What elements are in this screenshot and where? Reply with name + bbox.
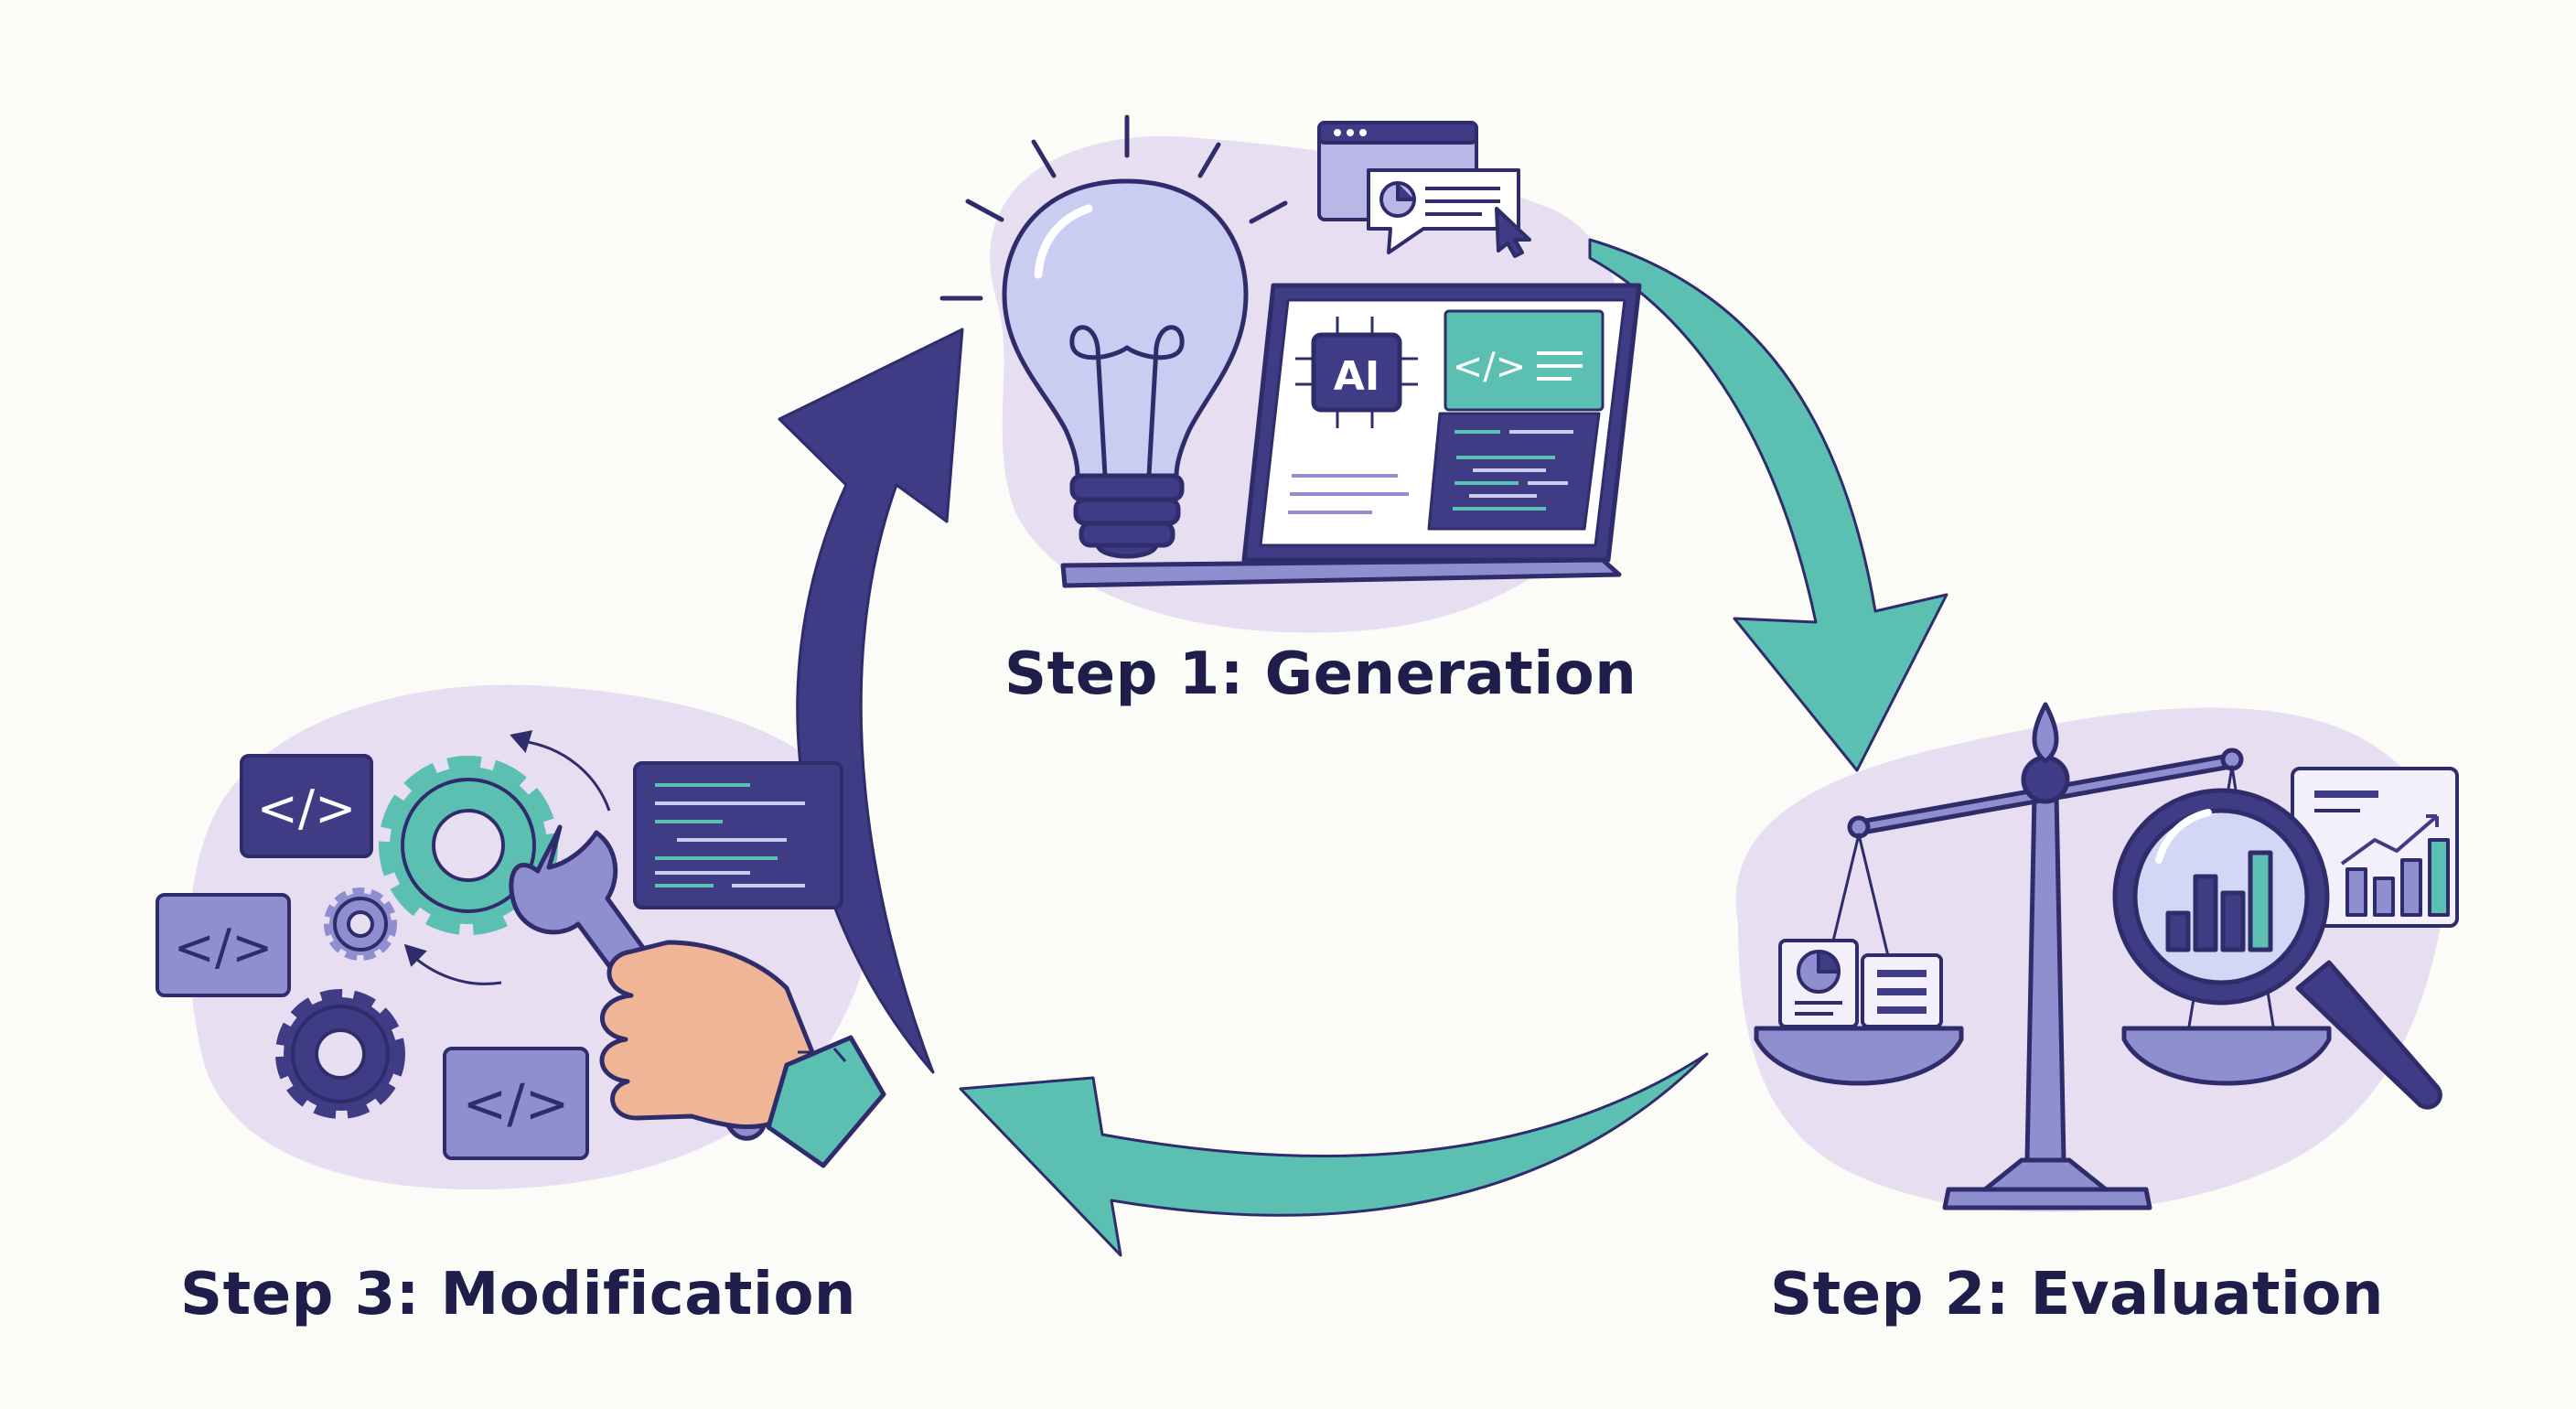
scale-icon bbox=[1754, 702, 2332, 1210]
code-tag-glyph-3: </> bbox=[463, 1072, 570, 1135]
laptop-icon: AI </> bbox=[1060, 283, 1642, 588]
arrow-evaluation-to-modification bbox=[959, 1052, 1709, 1257]
step-2-label: Step 2: Evaluation bbox=[1770, 1261, 2384, 1328]
arrow-generation-to-evaluation bbox=[1588, 238, 1948, 772]
code-window-icon bbox=[633, 761, 843, 909]
document-icon bbox=[1778, 939, 1943, 1028]
code-tag-icon: </> bbox=[240, 754, 373, 858]
code-tag-glyph-1: </> bbox=[257, 780, 357, 837]
browser-window-icon bbox=[1317, 121, 1531, 258]
step-1-label: Step 1: Generation bbox=[1004, 640, 1637, 708]
step-3-label: Step 3: Modification bbox=[180, 1261, 856, 1328]
lightbulb-icon bbox=[939, 114, 1288, 559]
code-tag-icon: </> bbox=[156, 893, 291, 997]
gear-icon bbox=[324, 887, 397, 961]
ai-chip-icon: AI bbox=[1295, 317, 1418, 428]
gear-icon bbox=[275, 989, 405, 1119]
magnifier-icon bbox=[2112, 788, 2442, 1110]
ai-chip-text: AI bbox=[1334, 353, 1379, 400]
code-tag-glyph-2: </> bbox=[174, 919, 274, 976]
gear-icon bbox=[379, 756, 558, 935]
laptop-code-glyph: </> bbox=[1453, 346, 1527, 388]
hand-icon bbox=[599, 940, 886, 1168]
rotation-arrow-icon bbox=[403, 730, 611, 985]
code-tag-icon: </> bbox=[443, 1047, 589, 1160]
